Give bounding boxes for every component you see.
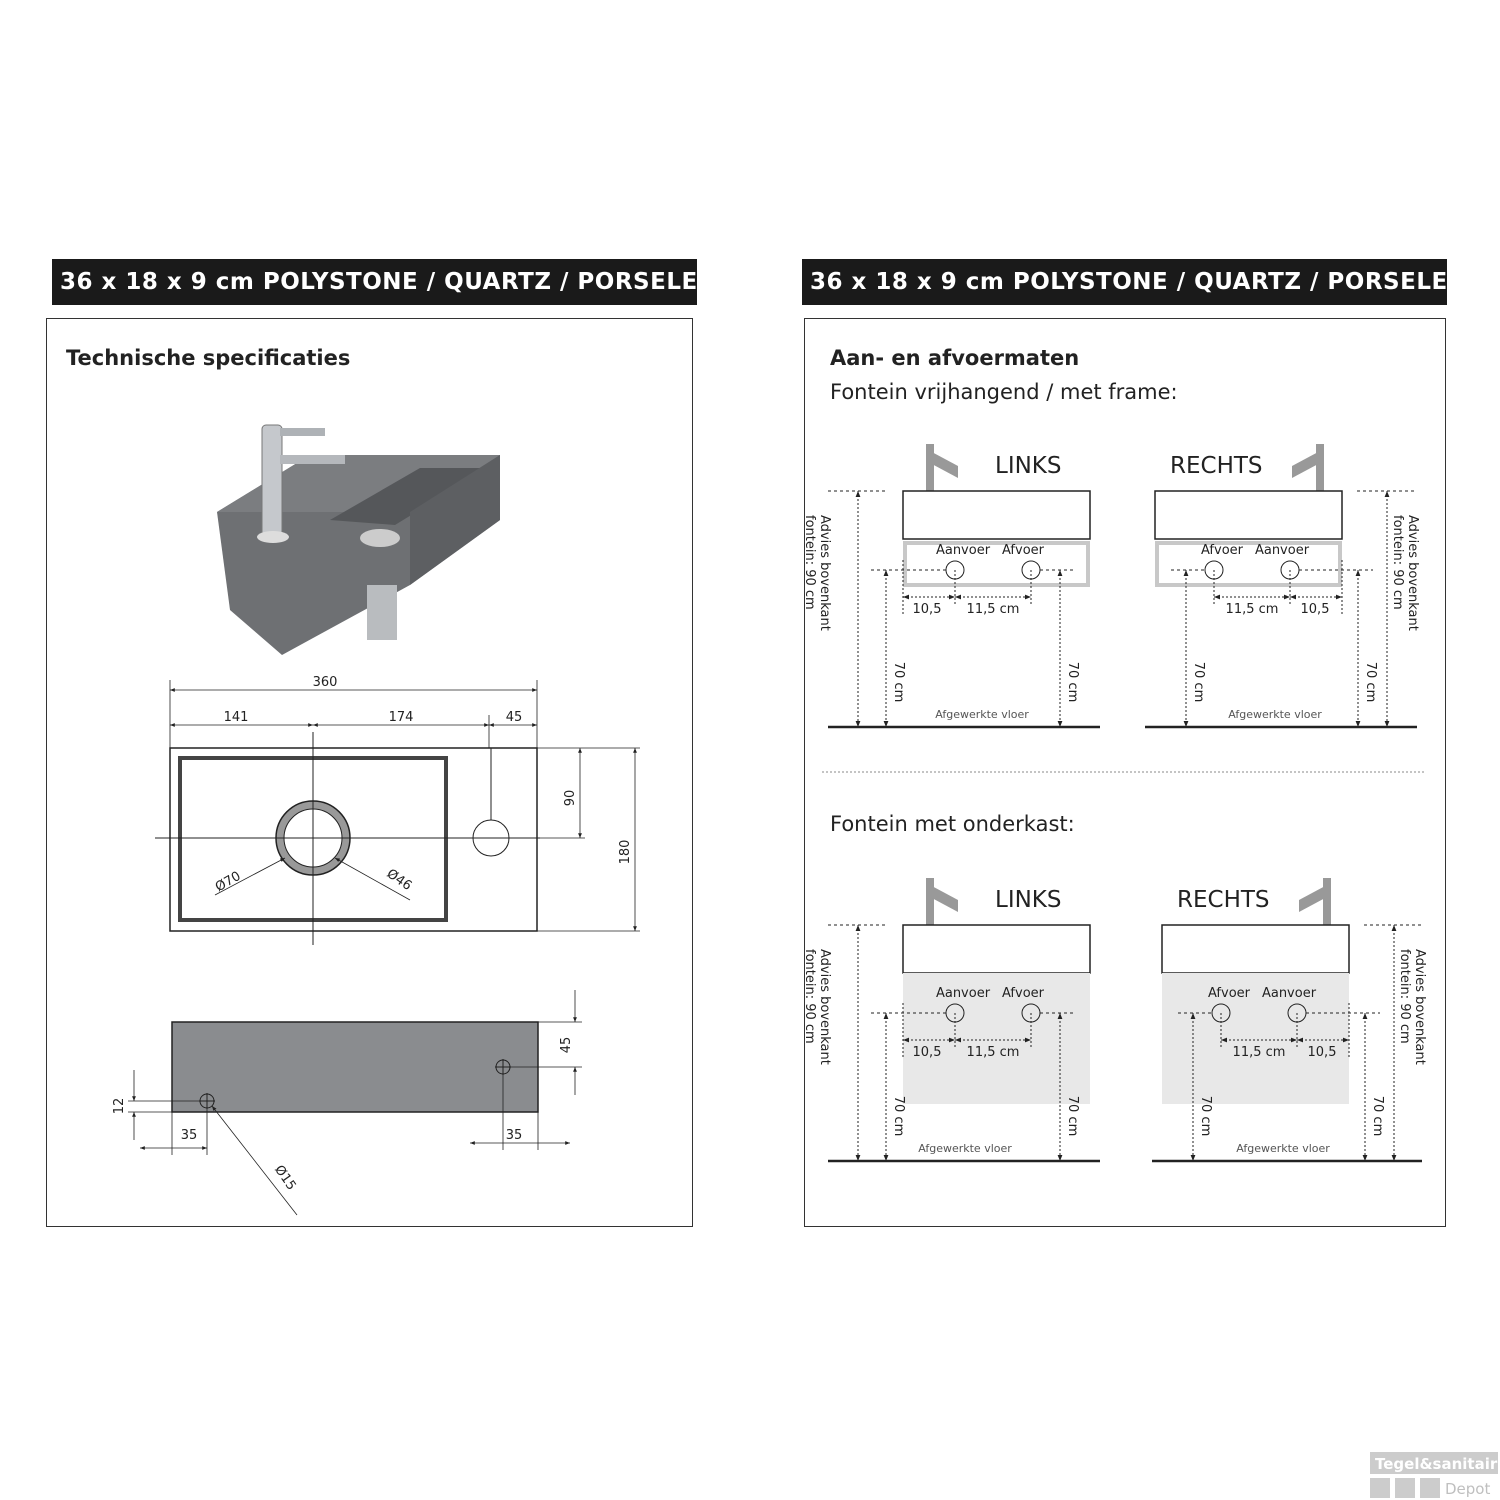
- basin-outline: [902, 924, 1091, 974]
- advies-label: Advies bovenkantfontein: 90 cm: [1397, 949, 1427, 1065]
- dim-70cm: 70 cm: [1065, 1096, 1080, 1137]
- faucet-icon: [1299, 885, 1327, 912]
- advies-line2: fontein: 90 cm: [1390, 515, 1405, 610]
- floor-label: Afgewerkte vloer: [918, 1142, 1012, 1155]
- advies-line1: Advies bovenkant: [817, 949, 832, 1065]
- left-title: Technische specificaties: [66, 346, 350, 370]
- advies-line1: Advies bovenkant: [817, 515, 832, 631]
- dim-10-5: 10,5: [1301, 602, 1330, 617]
- faucet-icon: [1323, 878, 1331, 925]
- svg-text:Tegel&sanitair: Tegel&sanitair: [1375, 1455, 1498, 1473]
- dim-70cm: 70 cm: [1198, 1096, 1213, 1137]
- dim-drain-inner: Ø46: [384, 866, 415, 894]
- afvoer-label: Afvoer: [1208, 986, 1251, 1001]
- advies-label: Advies bovenkantfontein: 90 cm: [802, 949, 832, 1065]
- right-title: Aan- en afvoermaten: [830, 346, 1079, 370]
- dim-side-left-height: 12: [112, 1098, 127, 1115]
- cabinet-outline: [1162, 973, 1349, 1104]
- dim-middle: 174: [389, 710, 414, 725]
- dim-11-5: 11,5 cm: [1226, 602, 1279, 617]
- dim-left: 141: [224, 710, 249, 725]
- faucet-icon: [930, 451, 958, 478]
- side-label: RECHTS: [1170, 453, 1263, 479]
- svg-text:Depot: Depot: [1445, 1480, 1490, 1498]
- aanvoer-label: Aanvoer: [1262, 986, 1317, 1001]
- dim-11-5: 11,5 cm: [967, 1045, 1020, 1060]
- dim-total-width: 360: [313, 675, 338, 690]
- dim-11-5: 11,5 cm: [967, 602, 1020, 617]
- faucet-icon: [1292, 451, 1320, 478]
- advies-label: Advies bovenkantfontein: 90 cm: [802, 515, 832, 631]
- cabinet-outline: [903, 973, 1090, 1104]
- right-header: 36 x 18 x 9 cm POLYSTONE / QUARTZ / PORS…: [802, 259, 1476, 305]
- dim-70cm: 70 cm: [1363, 662, 1378, 703]
- left-header: 36 x 18 x 9 cm POLYSTONE / QUARTZ / PORS…: [52, 259, 726, 305]
- floor-label: Afgewerkte vloer: [1236, 1142, 1330, 1155]
- side-label: LINKS: [995, 887, 1061, 913]
- dim-70cm: 70 cm: [1191, 662, 1206, 703]
- side-label: RECHTS: [1177, 887, 1270, 913]
- faucet-icon: [926, 878, 934, 925]
- advies-line2: fontein: 90 cm: [802, 949, 817, 1044]
- faucet-icon: [1316, 444, 1324, 491]
- left-panel: [46, 318, 693, 1227]
- unit-frame-rechts: RECHTS Afvoer Aanvoer 11,5 cm 10,5Afgewerkte…: [1145, 444, 1420, 729]
- dim-side-left-offset: 35: [181, 1128, 198, 1143]
- dim-tap-offset: 90: [563, 790, 578, 807]
- advies-line1: Advies bovenkant: [1412, 949, 1427, 1065]
- advies-label: Advies bovenkantfontein: 90 cm: [1390, 515, 1420, 631]
- dim-depth: 180: [618, 840, 633, 865]
- afvoer-label: Afvoer: [1002, 543, 1045, 558]
- advies-line2: fontein: 90 cm: [1397, 949, 1412, 1044]
- faucet-icon: [930, 885, 958, 912]
- dim-10-5: 10,5: [913, 1045, 942, 1060]
- side-view-drawing: [128, 990, 582, 1216]
- section1-title: Fontein vrijhangend / met frame:: [830, 380, 1178, 404]
- dim-right: 45: [506, 710, 523, 725]
- section2-title: Fontein met onderkast:: [830, 812, 1075, 836]
- basin-outline: [1161, 924, 1350, 974]
- dim-side-right-height: 45: [559, 1037, 574, 1054]
- frame-outline: [903, 541, 1090, 587]
- dim-70cm: 70 cm: [1370, 1096, 1385, 1137]
- advies-line2: fontein: 90 cm: [802, 515, 817, 610]
- unit-cabinet-links: LINKS Aanvoer Afvoer 10,5 11,5 cm Afgewerkte …: [802, 878, 1100, 1163]
- afvoer-label: Afvoer: [1002, 986, 1045, 1001]
- dim-70cm: 70 cm: [1065, 662, 1080, 703]
- dim-10-5: 10,5: [1308, 1045, 1337, 1060]
- unit-frame-links: LINKS Aanvoer Afvoer 10,5 11,5 cm Afgewerkte …: [802, 444, 1100, 729]
- dim-70cm: 70 cm: [891, 662, 906, 703]
- side-label: LINKS: [995, 453, 1061, 479]
- right-panel: [804, 318, 1446, 1227]
- dim-drain-outer: Ø70: [213, 869, 244, 895]
- faucet-icon: [926, 444, 934, 491]
- floor-label: Afgewerkte vloer: [935, 708, 1029, 721]
- afvoer-label: Afvoer: [1201, 543, 1244, 558]
- floor-label: Afgewerkte vloer: [1228, 708, 1322, 721]
- watermark-logo: Tegel&sanitair Depot: [1370, 1452, 1498, 1498]
- aanvoer-label: Aanvoer: [936, 543, 991, 558]
- sink-product-image: [217, 424, 500, 655]
- dim-mount-hole: Ø15: [271, 1163, 299, 1194]
- basin-outline: [902, 490, 1091, 540]
- frame-outline: [1155, 541, 1342, 587]
- unit-cabinet-rechts: RECHTS Afvoer Aanvoer 11,5 cm 10,5Afgewerkte…: [1152, 878, 1427, 1163]
- dim-70cm: 70 cm: [891, 1096, 906, 1137]
- dim-10-5: 10,5: [913, 602, 942, 617]
- aanvoer-label: Aanvoer: [936, 986, 991, 1001]
- basin-outline: [1154, 490, 1343, 540]
- aanvoer-label: Aanvoer: [1255, 543, 1310, 558]
- advies-line1: Advies bovenkant: [1405, 515, 1420, 631]
- top-view-drawing: [155, 680, 640, 945]
- dim-side-right-offset: 35: [506, 1128, 523, 1143]
- dim-11-5: 11,5 cm: [1233, 1045, 1286, 1060]
